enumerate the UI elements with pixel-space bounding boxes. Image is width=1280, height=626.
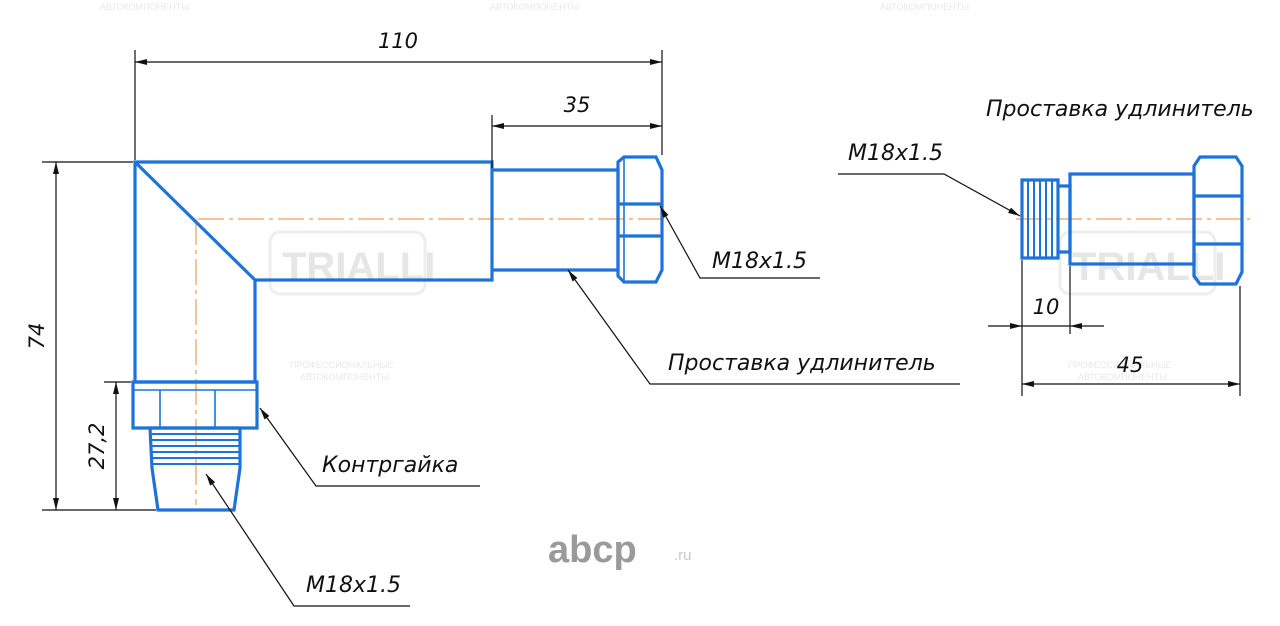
dim-right-total-length: 45 — [1117, 353, 1144, 377]
label-right-view-thread: M18x1.5 — [848, 141, 943, 166]
brand-domain: .ru — [674, 547, 692, 564]
leader-right-view-thread — [838, 173, 1021, 217]
thread-lines — [152, 433, 240, 465]
watermark-tagline: АВТОКОМПОНЕНТЫ — [300, 372, 389, 382]
dim-thread-length: 10 — [1033, 295, 1060, 319]
hex-nut-right — [616, 155, 664, 284]
watermark-tagline: АВТОКОМПОНЕНТЫ — [880, 2, 969, 12]
label-bottom-thread: M18x1.5 — [306, 573, 401, 598]
right-view: Проставка удлинитель M18x1.5 10 — [838, 97, 1254, 396]
left-view: 110 35 74 27,2 M18x1.5 Проставка удлинит… — [25, 29, 960, 607]
watermark-tagline: АВТОКОМПОНЕНТЫ — [1078, 372, 1167, 382]
watermark-tagline: ПРОФЕССИОНАЛЬНЫЕ — [1068, 360, 1172, 370]
leader-right-thread — [659, 205, 820, 279]
bottom-thread-shank — [148, 426, 242, 512]
leader-extension — [567, 269, 960, 385]
dim-total-length: 110 — [378, 29, 418, 53]
watermark-tagline: АВТОКОМПОНЕНТЫ — [100, 2, 189, 12]
dim-total-height: 74 — [25, 323, 49, 350]
elbow-miter-edge — [133, 160, 257, 282]
right-view-title: Проставка удлинитель — [986, 97, 1254, 122]
watermark-tagline: ПРОФЕССИОНАЛЬНЫЕ — [290, 360, 394, 370]
leader-bottom-thread — [205, 473, 410, 607]
locknut — [131, 380, 259, 430]
dim-fitting-length: 35 — [564, 93, 591, 117]
dim-nut-height: 27,2 — [85, 423, 109, 470]
fitting-body — [492, 168, 620, 272]
label-locknut: Контргайка — [322, 453, 458, 478]
leader-locknut — [259, 407, 480, 487]
brand-mark: abcp .ru — [548, 529, 692, 571]
label-right-thread: M18x1.5 — [712, 249, 807, 274]
label-extension: Проставка удлинитель — [668, 351, 936, 376]
watermark-tagline: АВТОКОМПОНЕНТЫ — [490, 2, 579, 12]
right-hex-nut — [1192, 155, 1244, 286]
watermark-logo-text: TRIALLI — [282, 245, 435, 289]
watermark-logo: TRIALLI — [268, 230, 435, 296]
brand-name: abcp — [548, 529, 637, 571]
